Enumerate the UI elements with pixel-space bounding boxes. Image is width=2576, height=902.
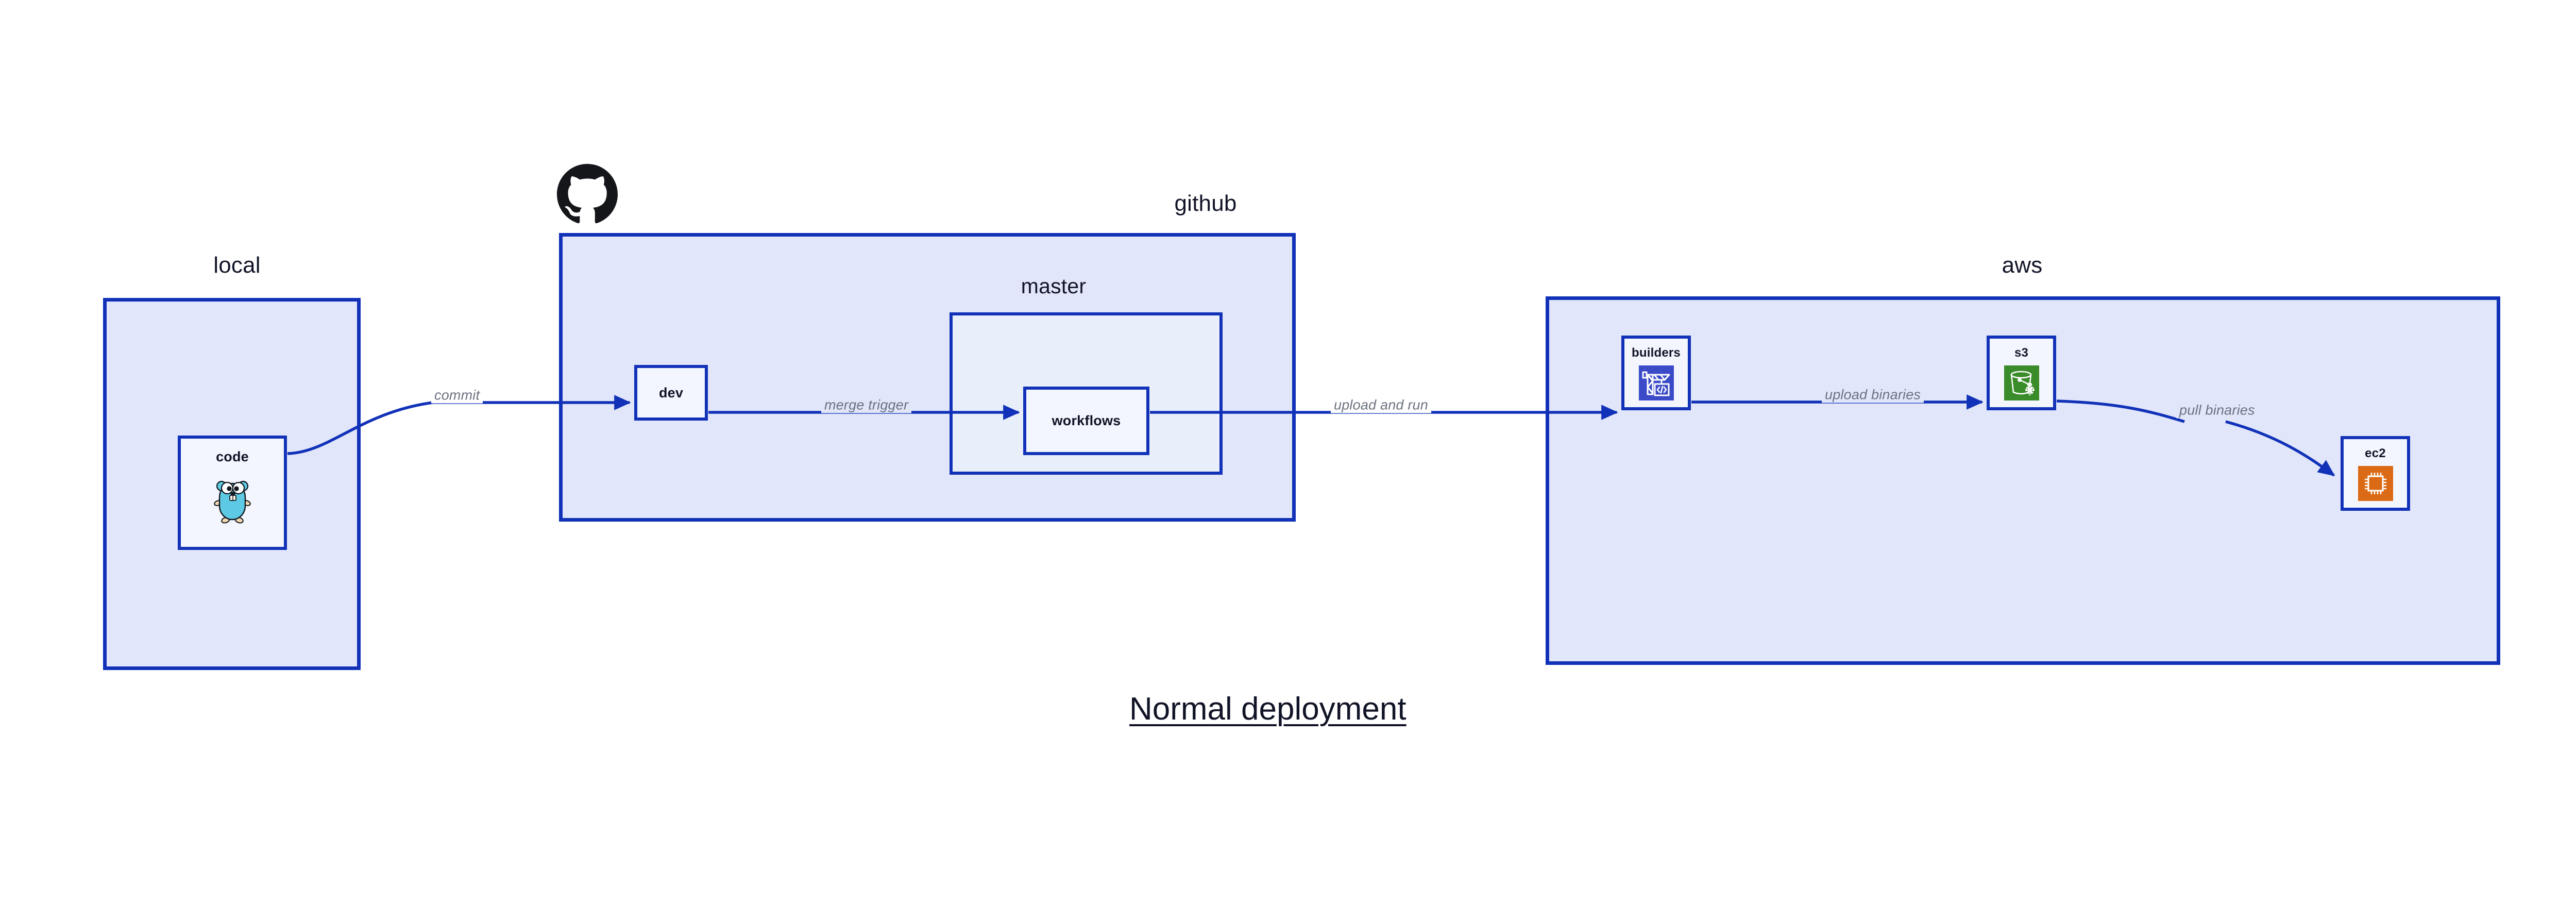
node-builders[interactable]: builders [1621,336,1691,410]
node-label-dev: dev [658,385,684,400]
node-label-s3: s3 [2014,346,2029,360]
node-ec2[interactable]: ec2 [2341,436,2410,511]
aws-ec2-chip-icon [2358,466,2393,504]
edge-label-upload-and-run: upload and run [1331,397,1431,413]
node-label-code: code [216,449,249,464]
edge-label-pull-binaries: pull binaries [2176,402,2258,419]
edge-label-upload-binaries: upload binaries [1822,387,1924,403]
node-dev[interactable]: dev [634,365,708,421]
node-label-builders: builders [1632,346,1681,360]
node-workflows[interactable]: workflows [1023,387,1149,455]
aws-codebuild-crane-icon [1638,365,1674,403]
github-octocat-logo [556,164,618,227]
aws-s3-glacier-bucket-icon [2004,365,2039,403]
diagram-caption: Normal deployment [1129,691,1406,727]
group-label-local: local [213,253,261,278]
edge-label-merge-trigger: merge trigger [821,397,912,413]
node-code[interactable]: code [178,436,287,550]
group-label-github: github [1174,191,1237,216]
node-label-workflows: workflows [1052,413,1121,428]
go-gopher-icon [212,471,253,527]
group-label-aws: aws [2002,253,2043,278]
node-s3[interactable]: s3 [1987,336,2056,410]
group-label-master: master [1021,274,1087,298]
edge-label-commit: commit [431,387,483,404]
node-label-ec2: ec2 [2365,446,2386,460]
